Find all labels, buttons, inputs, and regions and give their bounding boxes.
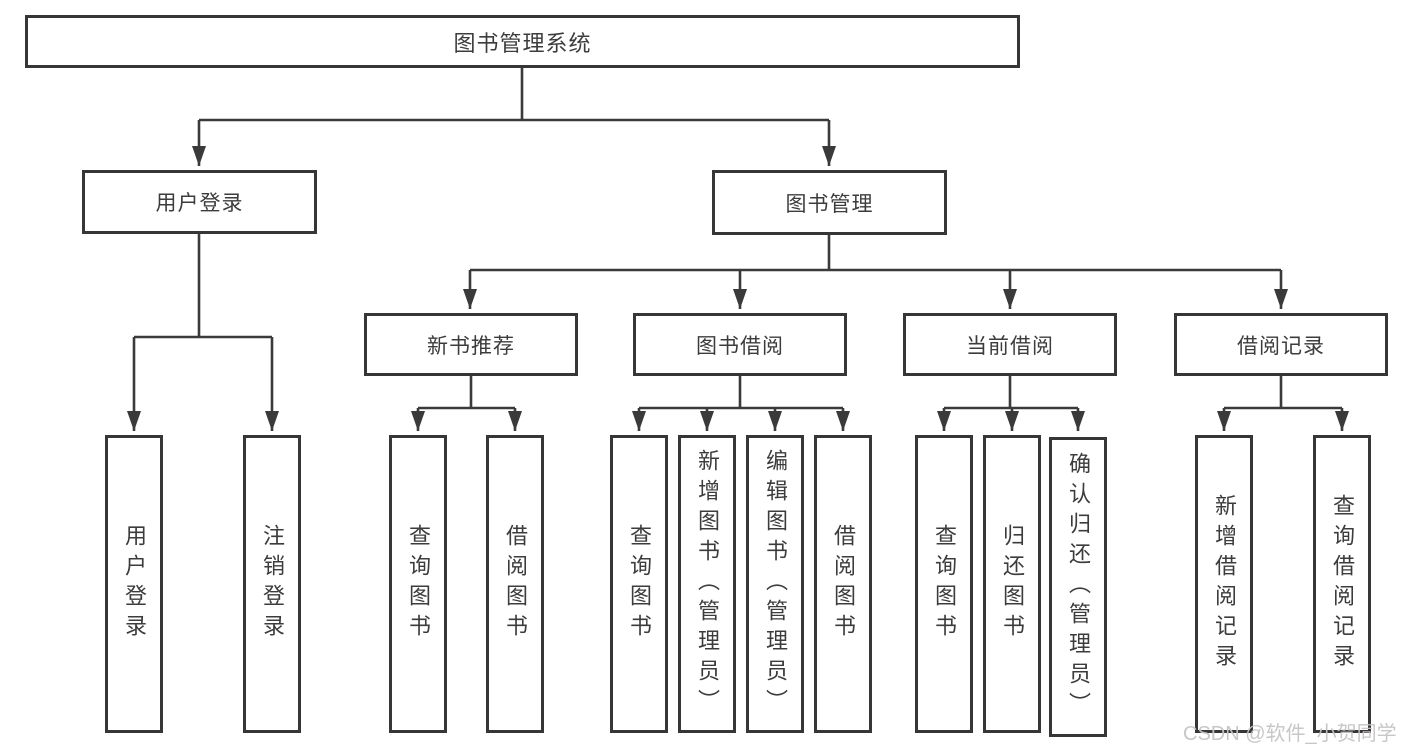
leaf-borrow-books-recommend-label: 借阅图书 [503,524,528,644]
leaf-user-login-label: 用户登录 [122,524,147,644]
leaf-query-books-current: 查询图书 [915,435,973,733]
node-current-borrowing: 当前借阅 [903,313,1117,376]
leaf-borrow-books-recommend: 借阅图书 [486,435,544,733]
leaf-query-books-borrowing-label: 查询图书 [627,524,652,644]
leaf-confirm-return-admin-label: 确认归还（管理员） [1066,452,1091,722]
node-book-borrowing: 图书借阅 [633,313,847,376]
node-user-login-branch: 用户登录 [82,170,317,234]
leaf-return-book-label: 归还图书 [1000,524,1025,644]
leaf-query-borrow-record: 查询借阅记录 [1313,435,1371,733]
leaf-confirm-return-admin: 确认归还（管理员） [1049,437,1107,737]
leaf-add-book-admin: 新增图书（管理员） [678,435,736,733]
leaf-return-book: 归还图书 [983,435,1041,733]
csdn-watermark: CSDN @软件_小贺同学 [1183,723,1397,745]
node-library-management-system: 图书管理系统 [25,15,1020,68]
node-new-book-recommend: 新书推荐 [364,313,578,376]
leaf-query-books-borrowing: 查询图书 [610,435,668,733]
leaf-edit-book-admin-label: 编辑图书（管理员） [763,449,788,719]
leaf-borrow-books-borrowing: 借阅图书 [814,435,872,733]
leaf-logout: 注销登录 [243,435,301,733]
leaf-query-borrow-record-label: 查询借阅记录 [1330,494,1355,674]
leaf-user-login: 用户登录 [105,435,163,733]
leaf-query-books-recommend-label: 查询图书 [406,524,431,644]
leaf-add-book-admin-label: 新增图书（管理员） [695,449,720,719]
leaf-add-borrow-record: 新增借阅记录 [1195,435,1253,733]
leaf-add-borrow-record-label: 新增借阅记录 [1212,494,1237,674]
leaf-query-books-recommend: 查询图书 [389,435,447,733]
node-book-management-branch: 图书管理 [712,170,947,235]
leaf-query-books-current-label: 查询图书 [932,524,957,644]
leaf-edit-book-admin: 编辑图书（管理员） [746,435,804,733]
leaf-logout-label: 注销登录 [260,524,285,644]
node-borrowing-records: 借阅记录 [1174,313,1388,376]
leaf-borrow-books-borrowing-label: 借阅图书 [831,524,856,644]
